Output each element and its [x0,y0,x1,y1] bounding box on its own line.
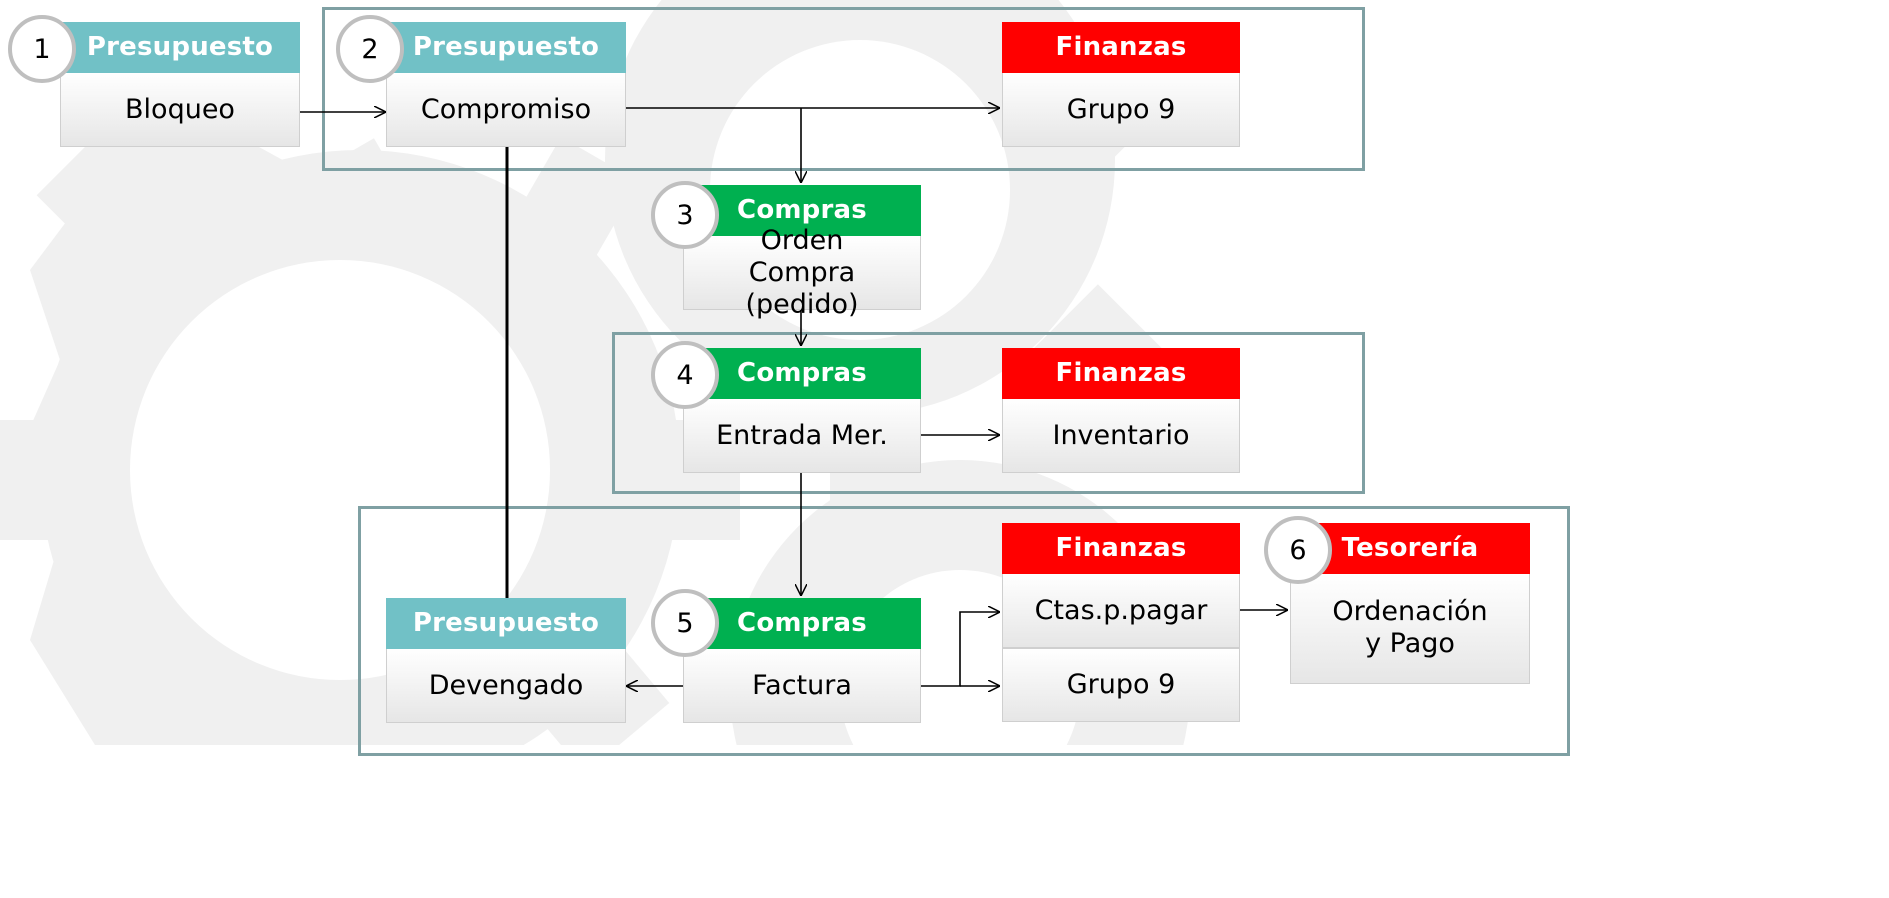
node-orden-compra-category: Compras [683,185,921,236]
node-grupo9-top-label: Grupo 9 [1002,73,1240,147]
node-entrada-category: Compras [683,348,921,399]
node-compromiso-category: Presupuesto [386,22,626,73]
node-inventario: Finanzas Inventario [1002,348,1240,473]
node-entrada: Compras Entrada Mer. [683,348,921,473]
node-inventario-category: Finanzas [1002,348,1240,399]
group-frame-compromiso [322,7,1365,171]
node-grupo9-top-category: Finanzas [1002,22,1240,73]
node-entrada-label: Entrada Mer. [683,399,921,473]
node-factura-label: Factura [683,649,921,723]
node-ctas-pagar-category: Finanzas [1002,523,1240,574]
large-gear-hole [130,260,550,680]
step-badge-6: 6 [1264,516,1332,584]
node-compromiso: Presupuesto Compromiso [386,22,626,147]
step-badge-4: 4 [651,341,719,409]
node-devengado-category: Presupuesto [386,598,626,649]
node-inventario-label: Inventario [1002,399,1240,473]
node-orden-compra-label: Orden Compra (pedido) [683,225,921,320]
step-badge-2: 2 [336,15,404,83]
node-devengado: Presupuesto Devengado [386,598,626,723]
node-compromiso-label: Compromiso [386,73,626,147]
node-tesoreria-label: Ordenación y Pago [1290,574,1530,684]
node-ctas-pagar: Finanzas Ctas.p.pagar Grupo 9 [1002,523,1240,722]
step-badge-5: 5 [651,589,719,657]
node-orden-compra: Compras Orden Compra (pedido) [683,185,921,320]
step-badge-1: 1 [8,15,76,83]
node-grupo9-bottom-label: Grupo 9 [1002,648,1240,722]
edge-factura-ctas [921,612,1000,687]
node-tesoreria: Tesorería Ordenación y Pago [1290,523,1530,684]
node-factura-category: Compras [683,598,921,649]
node-ctas-pagar-label: Ctas.p.pagar [1002,574,1240,648]
node-bloqueo-label: Bloqueo [60,73,300,147]
group-frame-factura [358,506,1570,756]
connectors [300,0,1288,745]
step-badge-3: 3 [651,181,719,249]
node-bloqueo-category: Presupuesto [60,22,300,73]
node-bloqueo: Presupuesto Bloqueo [60,22,300,147]
node-factura: Compras Factura [683,598,921,723]
node-grupo9-top: Finanzas Grupo 9 [1002,22,1240,147]
node-devengado-label: Devengado [386,649,626,723]
group-frame-entrada [612,332,1365,494]
